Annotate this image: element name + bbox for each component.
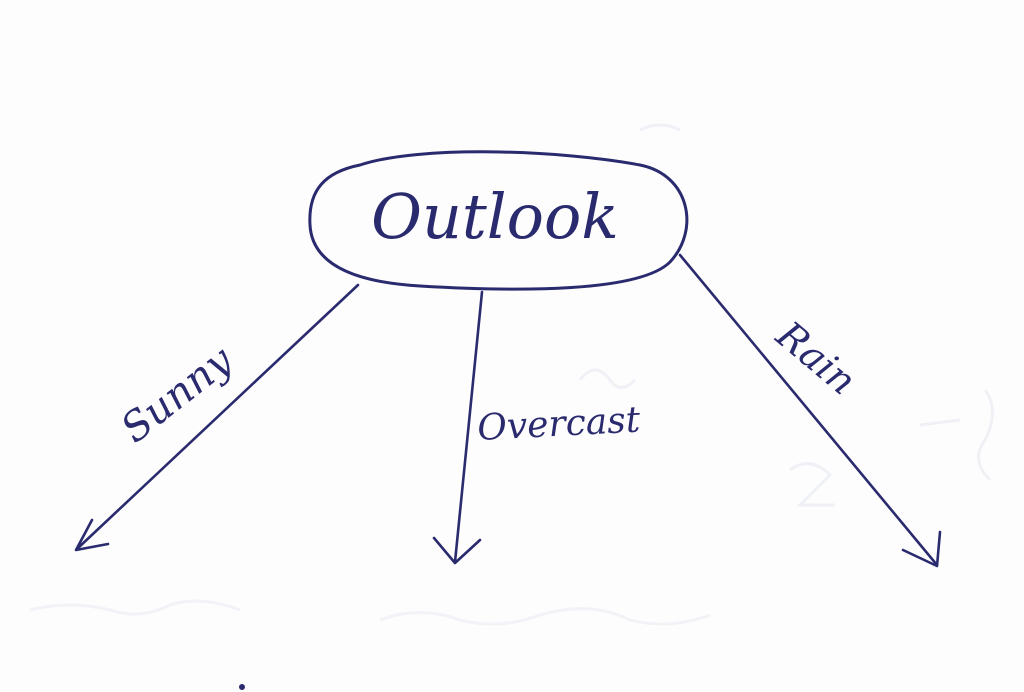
root-node: Outlook <box>308 150 689 291</box>
branch-rain: Rain <box>678 253 942 568</box>
branch-rain-line <box>678 253 939 567</box>
root-node-label: Outlook <box>371 180 619 253</box>
branch-overcast-line <box>453 290 484 564</box>
branch-sunny-label: Sunny <box>113 337 243 452</box>
bleed-through-marks <box>29 123 994 626</box>
branch-sunny-arrowhead <box>74 518 110 552</box>
branch-sunny: Sunny <box>74 283 360 552</box>
branch-overcast-label: Overcast <box>476 399 641 448</box>
branch-overcast-arrowhead <box>432 536 482 565</box>
branch-sunny-line <box>76 283 360 550</box>
branch-rain-label: Rain <box>767 312 864 403</box>
ink-speck <box>239 684 245 690</box>
branch-rain-arrowhead <box>901 530 942 568</box>
branch-overcast: Overcast <box>432 290 642 565</box>
root-node-outline <box>308 150 689 291</box>
